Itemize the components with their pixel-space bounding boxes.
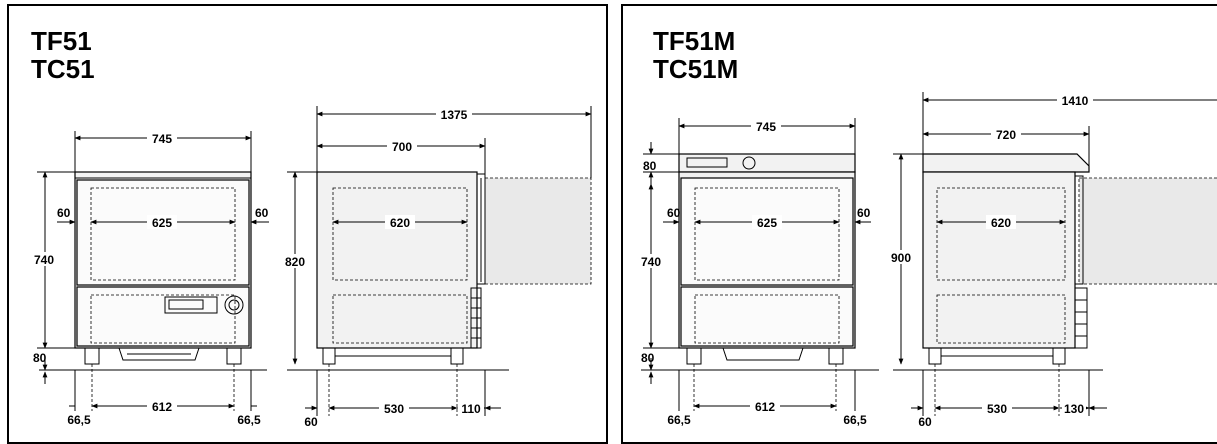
dim-front-inner-width: 625	[152, 216, 172, 230]
front-view-m: 745 625 60 60 80 740 80	[638, 118, 871, 427]
control-display	[686, 157, 728, 168]
drip-tray	[722, 347, 804, 361]
panel-tf51m-tc51m: TF51M TC51M 745 625	[621, 4, 1217, 444]
dim-side-inner-depth: 620	[390, 216, 410, 230]
control-display	[164, 296, 218, 314]
dim-side-base-left: 60	[918, 415, 932, 429]
foot-left	[84, 347, 100, 365]
dim-side-height: 820	[285, 255, 305, 269]
dim-front-base-mid: 612	[755, 400, 775, 414]
dim-side-base-mid: 530	[987, 402, 1007, 416]
upper-door	[680, 177, 854, 286]
dim-side-total-depth: 1410	[1062, 94, 1089, 108]
side-view: 1375 700 620 820 60 530	[281, 106, 592, 429]
inner-cavity-upper	[694, 187, 840, 281]
dim-side-depth: 700	[392, 140, 412, 154]
dim-front-width: 745	[152, 132, 172, 146]
dim-side-base-right: 130	[1064, 402, 1084, 416]
dim-side-inner-depth: 620	[991, 216, 1011, 230]
inner-cavity-lower	[90, 294, 236, 344]
drip-tray	[118, 347, 200, 361]
dim-front-base-mid: 612	[152, 400, 172, 414]
door-swing-area	[484, 177, 592, 285]
foot-left	[686, 347, 702, 365]
top-panel-side	[922, 153, 1090, 173]
door-swing-area	[1078, 177, 1217, 285]
dim-side-base-right: 110	[461, 402, 481, 416]
panel-tf51-tc51: TF51 TC51 745	[7, 4, 608, 444]
side-view-m: 1410 720 620 900 60 530	[887, 92, 1217, 429]
dimension-drawing-right: 745 625 60 60 80 740 80	[638, 92, 1217, 429]
dim-front-height: 740	[34, 253, 54, 267]
side-inner-upper	[332, 187, 468, 281]
control-knob	[742, 156, 756, 170]
dim-front-base-left: 66,5	[667, 413, 691, 427]
foot-right	[828, 347, 844, 365]
model-title-tc51m: TC51M	[653, 54, 739, 84]
control-knob	[224, 295, 244, 315]
side-inner-lower	[936, 294, 1066, 344]
vent-grille	[1074, 287, 1088, 349]
dim-side-height: 900	[891, 251, 911, 265]
top-control-panel	[678, 153, 856, 173]
dim-front-base-left: 66,5	[67, 413, 91, 427]
dimension-drawing-left: 745 625 60 60 740 80	[31, 106, 592, 429]
dim-front-base-right: 66,5	[237, 413, 261, 427]
dim-front-top: 80	[643, 159, 657, 173]
dim-front-width: 745	[756, 120, 776, 134]
side-body	[922, 171, 1076, 349]
inner-cavity-upper	[90, 187, 236, 281]
model-title-tc51: TC51	[31, 54, 95, 84]
dim-front-foot: 80	[641, 351, 655, 365]
lower-drawer	[680, 286, 854, 347]
dim-front-height: 740	[641, 255, 661, 269]
door-edge	[476, 173, 486, 285]
dim-side-total-depth: 1375	[441, 108, 468, 122]
dim-side-base-left: 60	[304, 415, 318, 429]
dim-front-side-right: 60	[255, 206, 269, 220]
lower-drawer	[76, 286, 250, 347]
dim-front-side-right: 60	[857, 206, 871, 220]
model-title-tf51m: TF51M	[653, 26, 736, 56]
dim-front-inner-width: 625	[757, 216, 777, 230]
dim-front-base-right: 66,5	[843, 413, 867, 427]
upper-door	[76, 179, 250, 286]
foot-right	[226, 347, 242, 365]
dim-front-foot: 80	[33, 351, 47, 365]
front-view: 745 625 60 60 740 80	[31, 131, 269, 427]
door-edge	[1074, 175, 1084, 285]
dim-front-side-left: 60	[667, 206, 681, 220]
model-title-tf51: TF51	[31, 26, 92, 56]
dim-side-base-mid: 530	[384, 402, 404, 416]
dim-front-side-left: 60	[57, 206, 71, 220]
inner-cavity-lower	[694, 294, 840, 344]
side-inner-lower	[332, 294, 468, 344]
side-body	[316, 171, 478, 349]
dim-side-depth: 720	[996, 128, 1016, 142]
